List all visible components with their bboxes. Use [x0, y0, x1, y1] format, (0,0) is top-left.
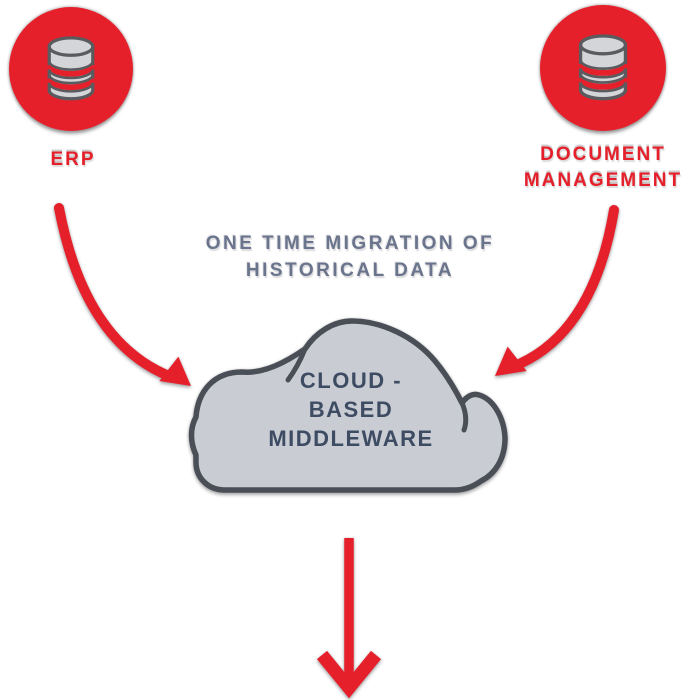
cloud-middleware-label: CLOUD - BASED MIDDLEWARE — [186, 366, 516, 453]
arrowhead — [316, 650, 382, 699]
cloud-lobe-seam-right — [459, 400, 469, 433]
database-icon — [46, 36, 96, 101]
document-management-node-circle — [540, 5, 666, 131]
document-management-label-line2: MANAGEMENT — [523, 170, 683, 191]
migration-annotation-line1: ONE TIME MIGRATION OF — [205, 233, 495, 254]
cloud-lobe-seam-left — [285, 346, 308, 383]
migration-annotation: ONE TIME MIGRATION OF HISTORICAL DATA — [0, 230, 700, 284]
erp-node-circle — [9, 7, 133, 131]
cloud-shape — [188, 318, 508, 493]
document-management-label: DOCUMENT MANAGEMENT — [503, 142, 700, 194]
cloud-middleware-label-line1: CLOUD - — [299, 368, 403, 393]
cloud-output-arrow — [316, 538, 382, 699]
document-management-label-line1: DOCUMENT — [540, 144, 666, 165]
database-icon — [577, 34, 629, 101]
cloud-middleware-label-line2: BASED — [308, 397, 394, 422]
erp-label: ERP — [50, 149, 96, 170]
migration-annotation-line2: HISTORICAL DATA — [245, 260, 455, 281]
cloud-middleware-label-line3: MIDDLEWARE — [268, 426, 434, 451]
